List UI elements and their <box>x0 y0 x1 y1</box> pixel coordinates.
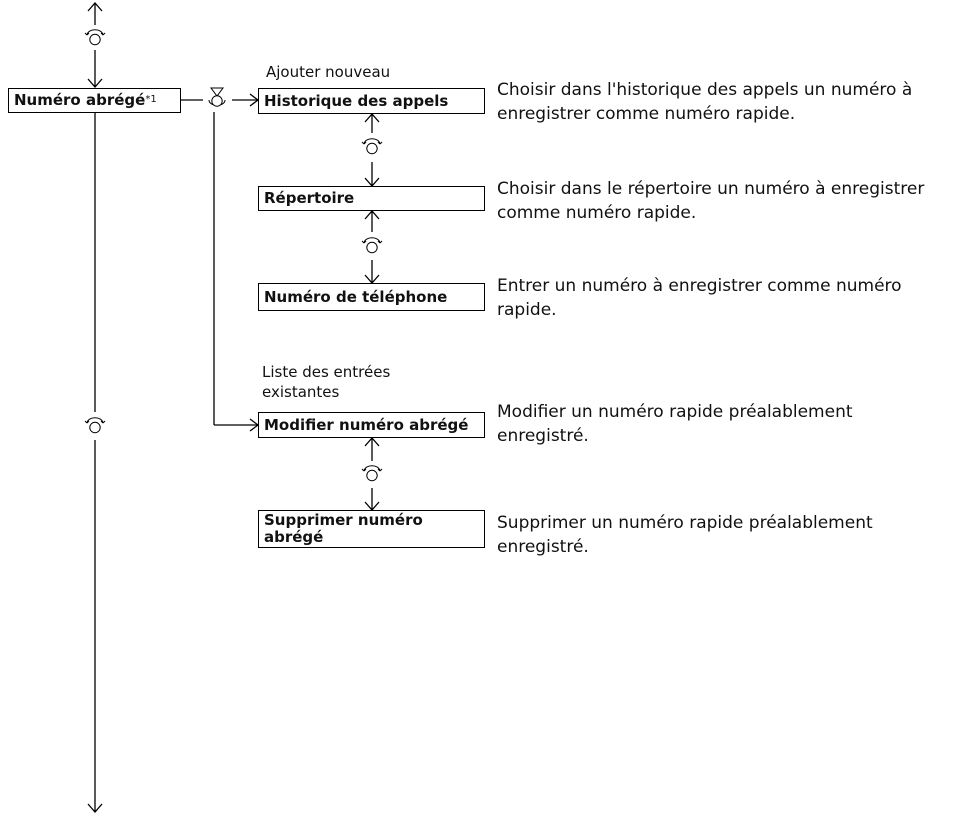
description-telephone: Entrer un numéro à enregistrer comme num… <box>497 274 902 322</box>
description-line: enregistré. <box>497 426 589 446</box>
description-modifier: Modifier un numéro rapide préalablement … <box>497 400 853 448</box>
description-line: Entrer un numéro à enregistrer comme num… <box>497 276 902 296</box>
menu-item-label-line1: Supprimer numéro <box>264 511 423 529</box>
rotate-knob-icon <box>361 237 383 254</box>
menu-item-telephone: Numéro de téléphone <box>258 283 485 311</box>
description-repertoire: Choisir dans le répertoire un numéro à e… <box>497 177 924 225</box>
down-arrow <box>87 78 103 88</box>
description-line: Choisir dans le répertoire un numéro à e… <box>497 179 925 199</box>
description-historique: Choisir dans l'historique des appels un … <box>497 78 912 126</box>
rotate-knob-icon <box>84 29 106 46</box>
rotate-knob-icon <box>84 417 106 434</box>
description-line: enregistrer comme numéro rapide. <box>497 104 796 124</box>
root-menu-label: Numéro abrégé <box>14 91 146 109</box>
description-line: Modifier un numéro rapide préalablement <box>497 402 853 422</box>
description-supprimer: Supprimer un numéro rapide préalablement… <box>497 511 873 559</box>
description-line: Supprimer un numéro rapide préalablement <box>497 513 873 533</box>
press-knob-icon <box>208 87 226 107</box>
description-line: rapide. <box>497 300 557 320</box>
menu-item-label: Modifier numéro abrégé <box>264 415 469 434</box>
menu-item-supprimer: Supprimer numéro abrégé <box>258 510 485 548</box>
menu-item-label: Répertoire <box>264 189 355 207</box>
menu-item-label-line2: abrégé <box>264 528 324 546</box>
description-line: enregistré. <box>497 537 589 557</box>
rotate-knob-icon <box>361 465 383 482</box>
root-menu-item: Numéro abrégé*1 <box>8 88 181 113</box>
menu-item-repertoire: Répertoire <box>258 186 485 211</box>
group-heading-add-new: Ajouter nouveau <box>266 63 391 81</box>
rotate-knob-icon <box>361 138 383 155</box>
menu-item-modifier: Modifier numéro abrégé <box>258 412 485 438</box>
menu-item-historique: Historique des appels <box>258 88 485 114</box>
group-heading-existing-line2: existantes <box>262 383 340 401</box>
description-line: comme numéro rapide. <box>497 203 697 223</box>
description-line: Choisir dans l'historique des appels un … <box>497 80 913 100</box>
up-arrow <box>364 437 380 447</box>
menu-item-label: Historique des appels <box>264 91 449 110</box>
up-arrow <box>364 210 380 220</box>
group-heading-existing-line1: Liste des entrées <box>262 363 391 381</box>
down-arrow <box>87 803 103 813</box>
up-arrow <box>87 2 103 12</box>
up-arrow <box>364 113 380 123</box>
menu-item-label: Numéro de téléphone <box>264 287 448 306</box>
